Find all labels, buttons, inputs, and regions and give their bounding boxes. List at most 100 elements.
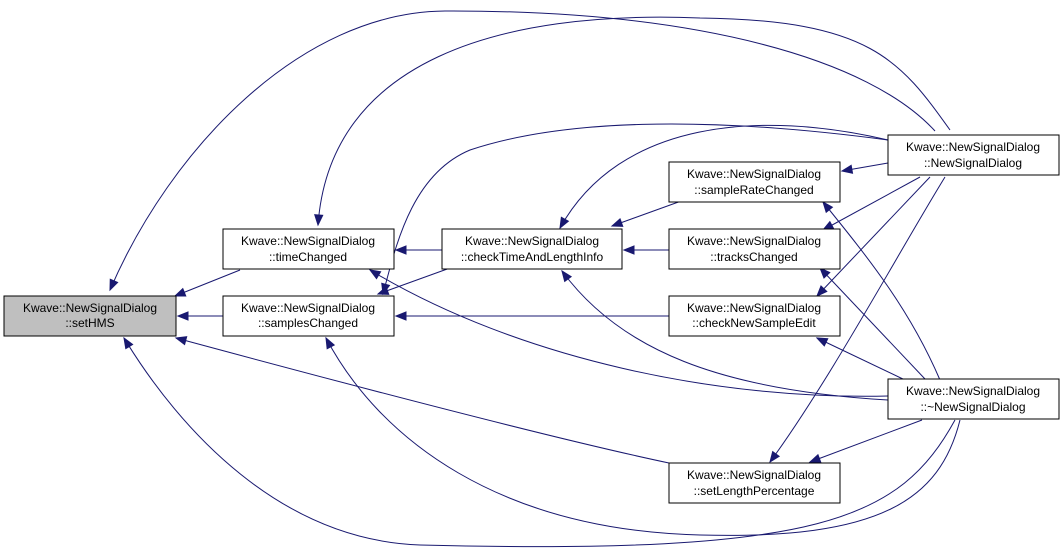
node-label-line1: Kwave::NewSignalDialog — [687, 468, 821, 482]
edge-dtor-to-setHMS — [123, 336, 956, 548]
node-label-line1: Kwave::NewSignalDialog — [687, 234, 821, 248]
arrowhead — [174, 336, 188, 346]
edge-line — [816, 337, 906, 381]
edge-sampleRateChanged-to-checkTimeAndLengthInfo — [610, 199, 685, 227]
edge-dtor-to-checkTimeAndLengthInfo — [561, 269, 889, 401]
arrowhead — [109, 278, 119, 292]
node-checkTimeAndLengthInfo[interactable]: Kwave::NewSignalDialog ::checkTimeAndLen… — [441, 228, 623, 270]
edge-line — [561, 270, 889, 401]
node-label-line1: Kwave::NewSignalDialog — [906, 140, 1040, 154]
edge-line — [174, 269, 241, 297]
arrowhead — [816, 285, 828, 297]
arrowhead — [173, 287, 187, 297]
edge-NewSignalDialog-to-timeChanged — [314, 16, 951, 227]
arrowhead — [808, 453, 822, 463]
node-box — [222, 228, 395, 270]
node-label-line2: ::tracksChanged — [710, 250, 797, 264]
node-box — [668, 295, 841, 337]
arrowhead — [819, 267, 831, 279]
edge-line — [369, 269, 889, 397]
edge-line — [175, 337, 670, 464]
node-label-line1: Kwave::NewSignalDialog — [241, 234, 375, 248]
arrowhead — [394, 311, 407, 321]
edge-line — [559, 124, 889, 229]
node-label-line2: ::setLengthPercentage — [694, 484, 815, 498]
edge-samplesChanged-to-setHMS — [176, 311, 223, 321]
node-label-line1: Kwave::NewSignalDialog — [687, 301, 821, 315]
node-label-line2: ::timeChanged — [269, 250, 347, 264]
node-samplesChanged[interactable]: Kwave::NewSignalDialog ::samplesChanged — [222, 295, 395, 337]
nodes-layer: Kwave::NewSignalDialog ::setHMS Kwave::N… — [3, 134, 1060, 504]
edge-checkTimeAndLengthInfo-to-timeChanged — [394, 245, 442, 255]
edge-NewSignalDialog-to-checkTimeAndLengthInfo — [559, 124, 889, 230]
node-box — [668, 228, 841, 270]
node-label-line1: Kwave::NewSignalDialog — [906, 384, 1040, 398]
edge-dtor-to-timeChanged — [368, 269, 889, 397]
node-label-line1: Kwave::NewSignalDialog — [23, 301, 157, 315]
node-label-line1: Kwave::NewSignalDialog — [687, 167, 821, 181]
node-checkNewSampleEdit[interactable]: Kwave::NewSignalDialog ::checkNewSampleE… — [668, 295, 841, 337]
arrowhead — [769, 450, 781, 464]
node-box — [887, 378, 1060, 420]
node-box — [222, 295, 395, 337]
edge-line — [109, 10, 936, 291]
edge-NewSignalDialog-to-setLengthPercentage — [769, 176, 946, 464]
arrowhead — [822, 200, 834, 214]
edge-line — [819, 267, 926, 380]
edge-NewSignalDialog-to-samplesChanged — [381, 123, 889, 296]
arrowhead — [314, 214, 324, 227]
node-setLengthPercentage[interactable]: Kwave::NewSignalDialog ::setLengthPercen… — [668, 462, 841, 504]
node-label-line2: ::setHMS — [65, 316, 114, 330]
node-label-line2: ::~NewSignalDialog — [920, 400, 1025, 414]
edge-line — [382, 123, 889, 295]
edge-tracksChanged-to-checkTimeAndLengthInfo — [622, 245, 669, 255]
edge-dtor-to-sampleRateChanged — [822, 200, 941, 381]
node-dtor[interactable]: Kwave::NewSignalDialog ::~NewSignalDialo… — [887, 378, 1060, 420]
node-label-line2: ::checkNewSampleEdit — [692, 316, 816, 330]
edge-line — [377, 267, 451, 295]
edge-setLengthPercentage-to-setHMS — [174, 336, 670, 464]
node-label-line1: Kwave::NewSignalDialog — [465, 234, 599, 248]
edge-line — [816, 176, 931, 297]
node-box — [887, 134, 1060, 176]
arrowhead — [394, 245, 407, 255]
arrowhead — [840, 164, 854, 174]
node-label-line2: ::NewSignalDialog — [924, 156, 1022, 170]
node-label-line1: Kwave::NewSignalDialog — [241, 301, 375, 315]
edge-dtor-to-setLengthPercentage — [808, 419, 923, 463]
arrowhead — [381, 282, 391, 296]
edge-line — [325, 337, 961, 536]
node-label-line2: ::checkTimeAndLengthInfo — [461, 250, 604, 264]
edge-line — [769, 176, 946, 463]
edge-line — [822, 176, 921, 231]
edge-line — [611, 199, 685, 227]
edge-dtor-to-checkNewSampleEdit — [815, 337, 906, 381]
edge-NewSignalDialog-to-sampleRateChanged — [840, 162, 889, 174]
node-box — [668, 161, 841, 203]
edge-dtor-to-samplesChanged — [325, 336, 961, 536]
arrowhead — [815, 337, 829, 347]
node-label-line2: ::sampleRateChanged — [694, 183, 813, 197]
arrowhead — [559, 216, 570, 230]
arrowhead — [325, 336, 336, 350]
edge-timeChanged-to-setHMS — [173, 269, 241, 297]
node-setHMS[interactable]: Kwave::NewSignalDialog ::setHMS — [3, 295, 177, 337]
node-timeChanged[interactable]: Kwave::NewSignalDialog ::timeChanged — [222, 228, 395, 270]
node-NewSignalDialog[interactable]: Kwave::NewSignalDialog ::NewSignalDialog — [887, 134, 1060, 176]
node-tracksChanged[interactable]: Kwave::NewSignalDialog ::tracksChanged — [668, 228, 841, 270]
arrowhead — [123, 336, 134, 350]
edge-line — [822, 201, 941, 381]
arrowhead — [561, 269, 573, 283]
edge-line — [809, 419, 923, 463]
arrowhead — [610, 217, 624, 227]
arrowhead — [622, 245, 635, 255]
node-sampleRateChanged[interactable]: Kwave::NewSignalDialog ::sampleRateChang… — [668, 161, 841, 203]
node-box — [441, 228, 623, 270]
edge-dtor-to-tracksChanged — [819, 267, 926, 380]
arrowhead — [176, 311, 189, 321]
edge-line — [123, 337, 956, 548]
edge-NewSignalDialog-to-setHMS — [109, 10, 936, 292]
edges-layer — [109, 10, 961, 548]
node-box — [668, 462, 841, 504]
